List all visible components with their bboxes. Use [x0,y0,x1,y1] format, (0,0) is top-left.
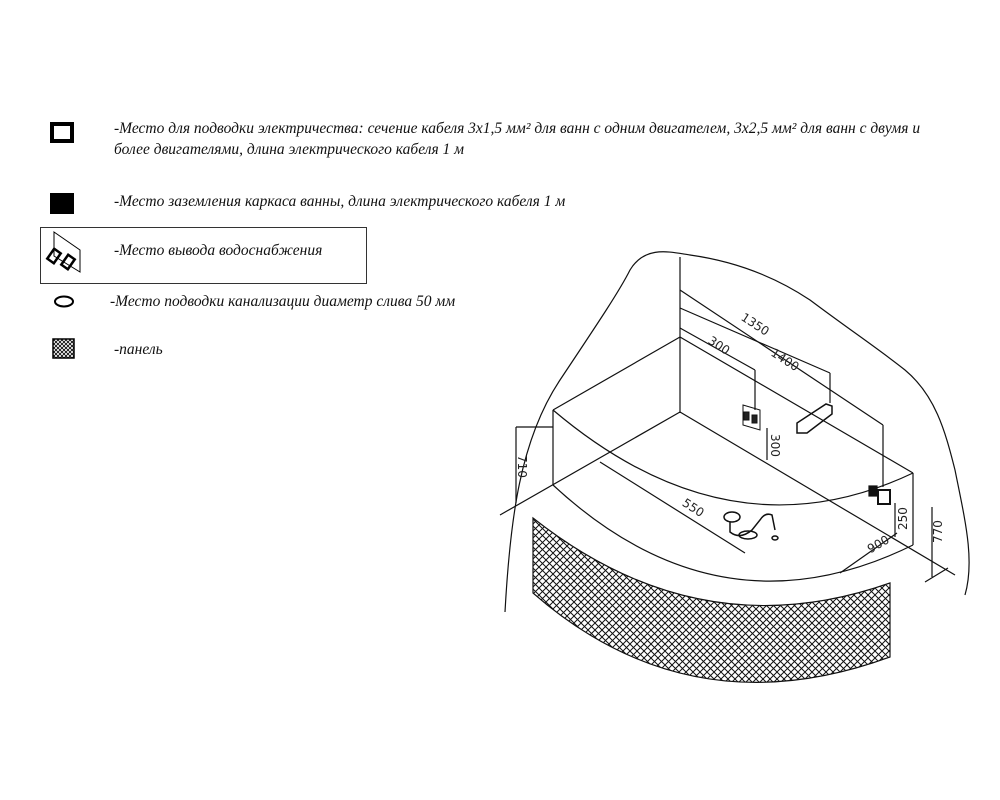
legend-panel-text: -панель [114,341,163,358]
dim-900-line [839,532,898,574]
floor-right [679,411,956,576]
electric-box-icon [868,485,891,505]
drain-ellipse-icon [54,295,74,308]
legend-electric-line1: -Место для подводки электричества: сечен… [114,120,921,137]
dim-1400-label: 1400 [768,346,801,374]
dim-550-label: 550 [680,496,707,520]
water-supply-icon [45,231,81,273]
panel-mesh-icon [52,338,75,359]
drain-icon [723,511,779,541]
dim-770-label: 770 [931,520,945,543]
power-box-outline-icon [50,122,74,143]
legend-ground-text: -Место заземления каркаса ванны, длина э… [114,193,566,210]
ground-box-filled-icon [50,193,74,214]
tub-front-arc-top [552,409,914,506]
dim-900-label: 900 [865,532,892,556]
dim-770-line [924,507,949,583]
tub-rim-right [679,336,914,474]
dim-710-label: 710 [515,455,529,478]
legend-water-box [40,227,367,284]
dim-1350-label: 1350 [739,310,772,338]
tub-rim-left [552,336,681,411]
legend-drain-text: -Место подводки канализации диаметр слив… [110,293,456,310]
tub-front-arc-bottom [552,484,914,582]
legend-water-text: -Место вывода водоснабжения [114,242,323,259]
legend-electric-line2: более двигателями, длина электрического … [114,141,465,158]
dim-300-vertical-label: 300 [768,434,782,457]
water-supply-icon [742,404,761,431]
front-panel-mesh [532,516,891,683]
floor-left [499,411,681,516]
dim-300-line [679,327,756,410]
dim-250-label: 250 [896,507,910,530]
dim-550-line [599,461,746,554]
dim-1350-line [679,289,884,487]
wall-outline [504,251,970,613]
spout-icon [796,403,833,434]
dim-710-line [515,426,553,503]
dim-1400-line [679,307,831,403]
